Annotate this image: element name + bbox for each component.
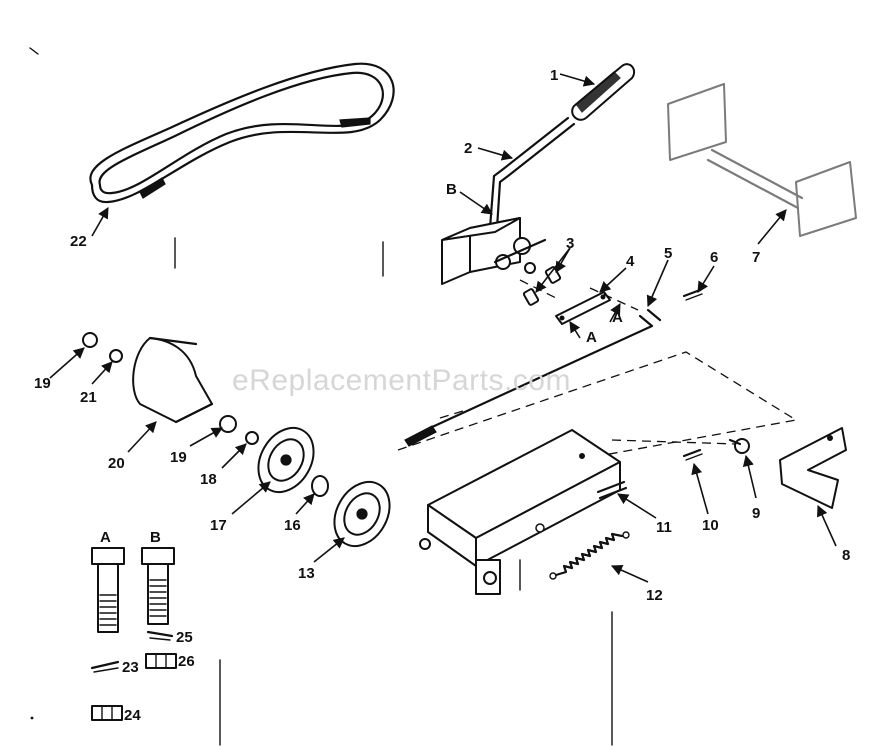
nut-washer-set — [82, 332, 259, 445]
belt-guard — [132, 336, 214, 424]
lever-bracket — [441, 217, 547, 285]
hex-nut-26 — [145, 653, 177, 669]
label-8: 8 — [842, 547, 850, 564]
label-21: 21 — [80, 389, 97, 406]
label-4: 4 — [626, 253, 635, 270]
label-11: 11 — [656, 519, 672, 536]
label-ref-a2: A — [586, 329, 597, 346]
label-12: 12 — [646, 587, 663, 604]
label-7: 7 — [752, 249, 760, 266]
scan-marks — [29, 47, 613, 746]
shift-rod — [404, 308, 662, 447]
cotter-pin — [682, 288, 703, 301]
pivot-bracket — [667, 83, 857, 237]
cotter-pin-23 — [90, 660, 120, 673]
label-24: 24 — [124, 707, 141, 724]
label-19a: 19 — [34, 375, 51, 392]
bolt-b — [141, 547, 175, 625]
link-plate — [555, 291, 611, 325]
label-2: 2 — [464, 140, 472, 157]
slide-frame — [419, 429, 628, 595]
swivel-pin — [728, 438, 750, 454]
label-6: 6 — [710, 249, 718, 266]
label-10: 10 — [702, 517, 719, 534]
label-17: 17 — [210, 517, 227, 534]
label-26: 26 — [178, 653, 195, 670]
pulley-13 — [333, 481, 391, 547]
label-9: 9 — [752, 505, 760, 522]
label-19b: 19 — [170, 449, 187, 466]
label-20: 20 — [108, 455, 125, 472]
spacers — [522, 266, 562, 306]
part-labels: 1 2 B 3 4 5 6 7 A A 22 19 21 20 19 18 17… — [34, 67, 850, 724]
label-bolt-a: A — [100, 529, 111, 546]
label-bolt-b: B — [150, 529, 161, 546]
tension-spring — [549, 531, 630, 580]
watermark-text: eReplacementParts.com — [232, 364, 571, 397]
leader-lines — [49, 73, 837, 583]
bushing — [311, 475, 329, 497]
cotter-pin-small — [682, 448, 703, 461]
bolt-a — [91, 547, 125, 633]
label-23: 23 — [122, 659, 139, 676]
pulley-17 — [257, 427, 315, 493]
label-1: 1 — [550, 67, 558, 84]
label-ref-b: B — [446, 181, 457, 198]
label-13: 13 — [298, 565, 315, 582]
cotter-pin-25 — [146, 630, 174, 641]
v-belt — [89, 62, 395, 204]
hex-nut-24 — [91, 705, 123, 721]
label-25: 25 — [176, 629, 193, 646]
handle-grip — [571, 63, 636, 121]
label-ref-a1: A — [612, 309, 623, 326]
label-18: 18 — [200, 471, 217, 488]
label-5: 5 — [664, 245, 672, 262]
label-22: 22 — [70, 233, 87, 250]
label-16: 16 — [284, 517, 301, 534]
label-3: 3 — [566, 235, 574, 252]
mounting-bracket — [779, 427, 847, 509]
shift-lever — [488, 116, 576, 230]
